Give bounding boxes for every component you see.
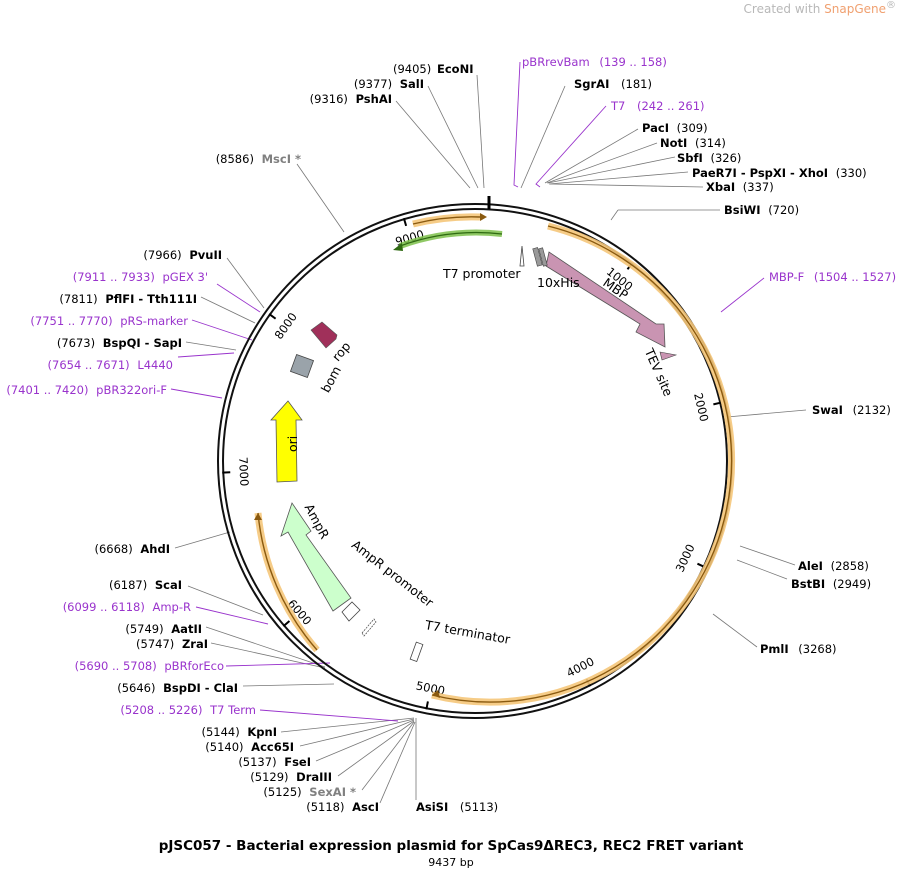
t7-promoter-label: T7 promoter (442, 266, 521, 281)
enzyme-label: PacI (309) (642, 121, 708, 135)
tick-mark (282, 620, 291, 627)
tick-mark (268, 313, 277, 320)
ori-label: ori (285, 436, 300, 452)
ampr-promoter-arrow (341, 601, 361, 622)
enzyme-label: (5125) SexAI * (263, 785, 356, 799)
orf-arcs (254, 213, 736, 706)
enzyme-label: BstBI (2949) (791, 577, 871, 591)
tick-label: 3000 (673, 542, 698, 574)
t7-terminator-box (409, 641, 424, 662)
enzyme-label: AsiSI (5113) (416, 800, 498, 814)
enzyme-label: AleI (2858) (798, 559, 869, 573)
snapgene-watermark: Created with SnapGene® (743, 0, 896, 16)
enzyme-label: (5137) FseI (238, 755, 311, 769)
rop-arrow (310, 321, 338, 349)
enzyme-labels-left: (9377) SalI (9316) PshAI (8586) MscI * (… (57, 77, 424, 814)
features (270, 245, 678, 662)
tick-label: 2000 (691, 391, 711, 423)
primer-label: (7911 .. 7933) pGEX 3' (73, 270, 208, 284)
primer-label: (6099 .. 6118) Amp-R (63, 600, 191, 614)
ampr-arrow (280, 502, 352, 612)
ampr-promoter-label: AmpR promoter (349, 537, 437, 610)
t7-promoter-arrow (519, 245, 525, 267)
plasmid-length: 9437 bp (428, 856, 474, 869)
tick-mark (713, 401, 722, 406)
plasmid-title: pJSC057 - Bacterial expression plasmid f… (158, 838, 744, 854)
enzyme-label: (5749) AatII (125, 622, 202, 636)
primer-label: T7 (242 .. 261) (610, 99, 705, 113)
enzyme-label: (5144) KpnI (201, 725, 277, 739)
enzyme-label: (5747) ZraI (136, 637, 208, 651)
primer-connectors (170, 61, 765, 722)
tev-label: TEV site (641, 345, 676, 399)
enzyme-label: (9316) PshAI (310, 92, 392, 106)
enzyme-label: (7966) PvuII (143, 248, 222, 262)
t7-terminator-label: T7 terminator (423, 617, 512, 647)
enzyme-label: EcoNI (437, 62, 473, 76)
tev-site (659, 351, 678, 361)
bom-label: bom (318, 363, 344, 395)
enzyme-label: (9377) SalI (354, 77, 424, 91)
tick-marks (222, 217, 722, 710)
ori-arrow (270, 400, 303, 483)
tick-label: 7000 (236, 457, 251, 487)
enzyme-label: SgrAI (181) (574, 77, 652, 91)
tick-mark (402, 217, 408, 227)
tick-label: 8000 (272, 310, 300, 342)
enzyme-label: (7811) PflFI - Tth111I (59, 292, 197, 306)
primer-label: pBRrevBam (139 .. 158) (522, 55, 667, 69)
enzyme-label: (5118) AscI (306, 800, 379, 814)
enzyme-label: (7673) BspQI - SapI (57, 336, 182, 350)
mbp-arrow (545, 251, 666, 348)
enzyme-label: PaeR7I - PspXI - XhoI (330) (692, 166, 867, 180)
his-tag (532, 247, 543, 267)
enzyme-label: SwaI (2132) (812, 403, 891, 417)
enzyme-labels-right: EcoNI (9405) SgrAI (181) PacI (309) NotI… (393, 62, 891, 814)
primer-label: (7654 .. 7671) L4440 (48, 358, 173, 372)
tick-mark (425, 701, 429, 710)
enzyme-label: NotI (314) (660, 136, 726, 150)
enzyme-position: (9405) (393, 62, 431, 76)
primer-label: (5208 .. 5226) T7 Term (120, 703, 256, 717)
primer-labels: pBRrevBam (139 .. 158) T7 (242 .. 261) M… (6, 55, 896, 717)
enzyme-label: (8586) MscI * (216, 152, 301, 166)
enzyme-label: (6668) AhdI (94, 542, 170, 556)
enzyme-label: (5129) DraIII (250, 770, 332, 784)
enzyme-label: BsiWI (720) (724, 203, 799, 217)
label-connectors (174, 74, 807, 804)
primer-label: (7401 .. 7420) pBR322ori-F (6, 383, 167, 397)
primer-label: (7751 .. 7770) pRS-marker (30, 314, 188, 328)
enzyme-label: (5646) BspDI - ClaI (117, 681, 238, 695)
enzyme-label: SbfI (326) (677, 151, 741, 165)
enzyme-label: (6187) ScaI (109, 578, 182, 592)
his-label: 10xHis (537, 275, 580, 290)
bom-box (289, 353, 315, 379)
snapgene-brand: SnapGene (824, 2, 886, 16)
enzyme-label: PmlI (3268) (760, 642, 837, 656)
primer-label: MBP-F (1504 .. 1527) (769, 270, 896, 284)
primer-label: (5690 .. 5708) pBRforEco (75, 659, 224, 673)
enzyme-label: XbaI (337) (706, 180, 774, 194)
enzyme-label: (5140) Acc65I (205, 740, 294, 754)
